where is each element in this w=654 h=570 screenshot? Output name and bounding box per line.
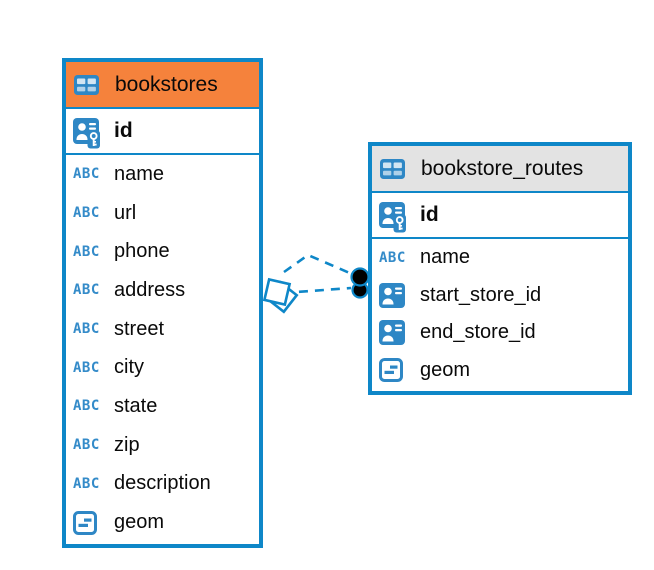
- column-name: name: [114, 162, 165, 185]
- column-name: state: [114, 394, 158, 417]
- text-type-icon: ABC: [73, 437, 100, 454]
- column-name: id: [114, 119, 133, 142]
- column-row-phone[interactable]: ABC phone: [66, 232, 259, 271]
- table-icon: [74, 74, 106, 95]
- reference-type-icon: [379, 320, 411, 346]
- primary-key-icon: [73, 114, 105, 149]
- column-name: start_store_id: [420, 283, 542, 306]
- geometry-type-icon: [379, 358, 411, 383]
- reference-type-icon: [379, 282, 411, 308]
- dot-endpoint-icon: [350, 267, 370, 299]
- column-row-start-store-id[interactable]: start_store_id: [372, 277, 628, 315]
- column-name: street: [114, 317, 165, 340]
- column-row-name[interactable]: ABC name: [372, 239, 628, 277]
- column-name: name: [420, 246, 471, 269]
- column-row-id[interactable]: id: [66, 107, 259, 155]
- text-type-icon: ABC: [73, 243, 100, 260]
- diamond-endpoint-icon: [262, 277, 299, 314]
- column-row-city[interactable]: ABC city: [66, 348, 259, 387]
- geometry-type-icon: [73, 510, 105, 535]
- column-name: url: [114, 201, 137, 224]
- column-name: geom: [114, 511, 165, 534]
- column-row-address[interactable]: ABC address: [66, 271, 259, 310]
- relation-line-lower: [282, 286, 352, 295]
- column-name: geom: [420, 358, 471, 381]
- primary-key-icon: [379, 198, 411, 233]
- column-row-url[interactable]: ABC url: [66, 194, 259, 233]
- column-row-geom[interactable]: geom: [372, 352, 628, 390]
- column-row-description[interactable]: ABC description: [66, 465, 259, 504]
- column-name: id: [420, 203, 439, 226]
- column-name: end_store_id: [420, 321, 536, 344]
- column-name: zip: [114, 433, 140, 456]
- column-row-zip[interactable]: ABC zip: [66, 426, 259, 465]
- table-bookstores-columns: ABC name ABC url ABC phone ABC address A…: [66, 155, 259, 542]
- text-type-icon: ABC: [73, 166, 100, 183]
- column-row-name[interactable]: ABC name: [66, 155, 259, 194]
- column-row-id[interactable]: id: [372, 191, 628, 239]
- table-icon: [380, 158, 412, 179]
- column-name: description: [114, 472, 211, 495]
- relation-line-upper: [283, 253, 353, 276]
- column-row-geom[interactable]: geom: [66, 503, 259, 542]
- text-type-icon: ABC: [73, 475, 100, 492]
- column-name: city: [114, 356, 144, 379]
- text-type-icon: ABC: [73, 205, 100, 222]
- table-bookstore-routes[interactable]: bookstore_routes id: [368, 142, 632, 395]
- text-type-icon: ABC: [73, 398, 100, 415]
- column-row-state[interactable]: ABC state: [66, 387, 259, 426]
- text-type-icon: ABC: [379, 249, 406, 266]
- table-bookstore-routes-header[interactable]: bookstore_routes: [372, 146, 628, 191]
- table-title: bookstores: [115, 72, 218, 96]
- table-bookstores-header[interactable]: bookstores: [66, 62, 259, 107]
- text-type-icon: ABC: [73, 321, 100, 338]
- column-row-end-store-id[interactable]: end_store_id: [372, 314, 628, 352]
- text-type-icon: ABC: [73, 282, 100, 299]
- table-bookstores[interactable]: bookstores id A: [62, 58, 263, 548]
- table-title: bookstore_routes: [421, 156, 584, 180]
- column-name: phone: [114, 240, 170, 263]
- text-type-icon: ABC: [73, 359, 100, 376]
- column-row-street[interactable]: ABC street: [66, 310, 259, 349]
- column-name: address: [114, 278, 186, 301]
- table-bookstore-routes-columns: ABC name start_store_id: [372, 239, 628, 389]
